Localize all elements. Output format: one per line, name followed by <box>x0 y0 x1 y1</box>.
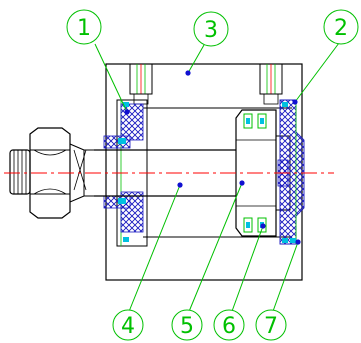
callout-1: 1 <box>66 9 102 45</box>
marker-dot <box>295 239 301 245</box>
marker-dot <box>292 99 298 105</box>
callout-6: 6 <box>213 309 245 341</box>
callout-4-label: 4 <box>121 314 135 339</box>
callout-3: 3 <box>193 11 229 47</box>
callout-3-label: 3 <box>204 18 218 43</box>
leader-markers <box>124 70 301 245</box>
callout-4: 4 <box>112 309 144 341</box>
callout-6-label: 6 <box>222 314 236 339</box>
marker-dot <box>239 180 245 186</box>
callout-7: 7 <box>255 309 287 341</box>
callout-2-label: 2 <box>334 16 348 41</box>
callout-5-label: 5 <box>180 314 194 339</box>
hex-nut-fitting <box>9 127 94 219</box>
end-cap-seal <box>279 99 305 245</box>
cylinder-body <box>105 63 303 281</box>
marker-dot <box>260 223 266 229</box>
piston-rod <box>94 149 236 197</box>
marker-dot <box>177 182 183 188</box>
marker-dot <box>185 70 191 76</box>
callout-5: 5 <box>171 309 203 341</box>
marker-dot <box>124 109 130 115</box>
leader-lines <box>94 42 340 315</box>
callout-2: 2 <box>323 9 359 45</box>
callout-7-label: 7 <box>264 314 278 339</box>
callout-1-label: 1 <box>77 16 91 41</box>
